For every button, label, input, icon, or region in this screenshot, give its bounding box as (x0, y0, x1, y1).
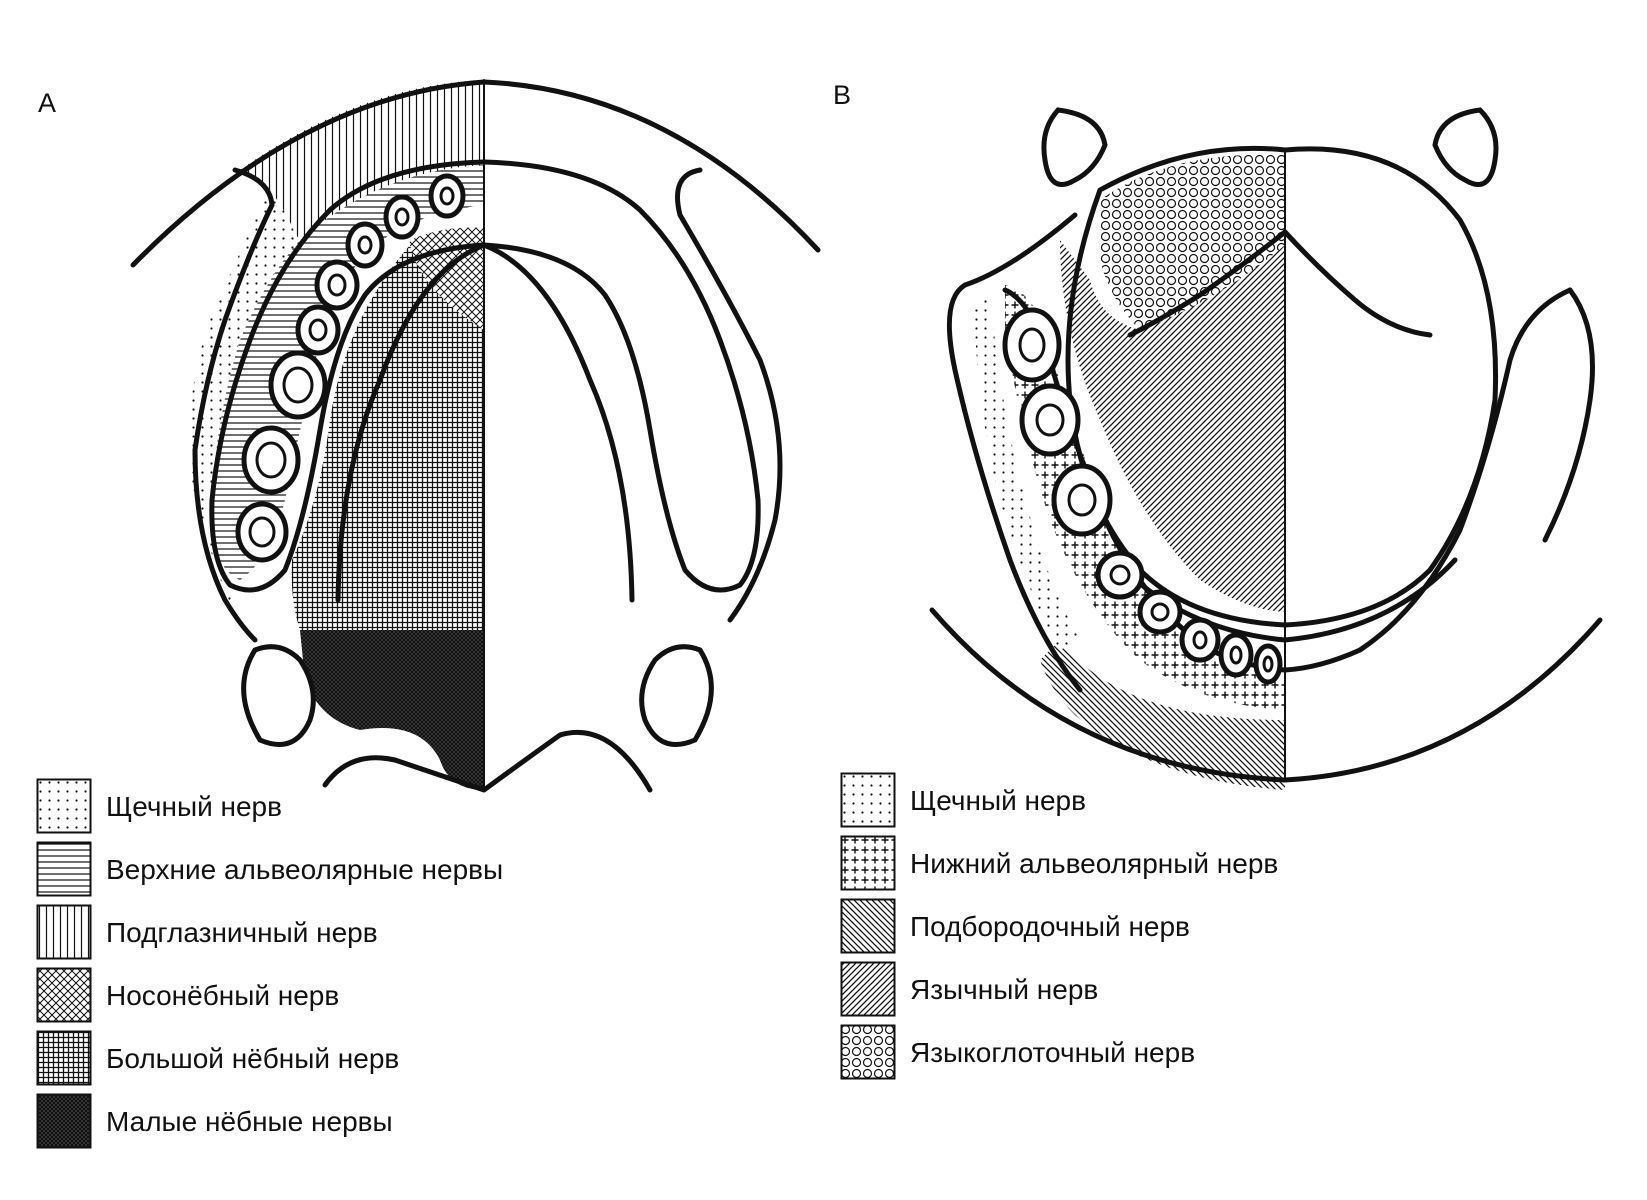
legend-label: Верхние альвеолярные нервы (106, 854, 504, 885)
legend-item: Щечный нерв (840, 772, 1460, 832)
legend-label: Малые нёбные нервы (106, 1106, 393, 1137)
region-lesser-palatine (300, 630, 484, 790)
panel-a-letter: A (38, 88, 57, 118)
region-lingual (1060, 240, 1285, 612)
legend-swatch-xcross (36, 967, 92, 1023)
legend-swatch-vlines (36, 904, 92, 960)
legend-swatch-diagF (840, 961, 896, 1017)
region-mental (1040, 640, 1285, 790)
legend-label: Подбородочный нерв (910, 911, 1190, 942)
region-infraorbital (240, 80, 484, 240)
legend-item: Большой нёбный нерв (36, 1030, 656, 1090)
legend-swatch-grid (36, 1030, 92, 1086)
panel-b-mandible (929, 107, 1603, 790)
legend-swatch-dots (840, 772, 896, 828)
legend-label: Щечный нерв (106, 791, 282, 822)
panel-a-tooth-pulps (248, 186, 455, 548)
legend-item: Щечный нерв (36, 778, 656, 838)
legend-label: Языкоглоточный нерв (910, 1037, 1196, 1068)
legend-label: Носонёбный нерв (106, 980, 340, 1011)
panel-a-palate (130, 79, 821, 793)
legend-swatch-plus (840, 835, 896, 891)
legend-swatch-dense (36, 1093, 92, 1149)
legend-item: Подбородочный нерв (840, 898, 1460, 958)
panel-b-teeth (1002, 307, 1283, 685)
legend-label: Язычный нерв (910, 974, 1099, 1005)
legend-swatch-circles (840, 1024, 896, 1080)
legend-item: Малые нёбные нервы (36, 1093, 656, 1153)
legend-item: Языкоглоточный нерв (840, 1024, 1460, 1084)
legend-swatch-diagB (840, 898, 896, 954)
legend-label: Нижний альвеолярный нерв (910, 848, 1279, 879)
panel-a-teeth (235, 173, 466, 563)
panel-a-tonsils (241, 644, 714, 747)
panel-a-outlines (130, 79, 821, 793)
legend-swatch-hlines (36, 841, 92, 897)
legend-item: Язычный нерв (840, 961, 1460, 1021)
legend-label: Большой нёбный нерв (106, 1043, 400, 1074)
legend-item: Нижний альвеолярный нерв (840, 835, 1460, 895)
legend-label: Щечный нерв (910, 785, 1086, 816)
legend-item: Подглазничный нерв (36, 904, 656, 964)
legend-item: Носонёбный нерв (36, 967, 656, 1027)
region-buccal-b (975, 295, 1080, 650)
legend-label: Подглазничный нерв (106, 917, 378, 948)
panel-b-letter: B (833, 80, 852, 110)
legend-swatch-dots (36, 778, 92, 834)
panel-b-tonsils (1041, 107, 1499, 187)
region-glossopharyngeal (1100, 154, 1285, 330)
legend-item: Верхние альвеолярные нервы (36, 841, 656, 901)
panel-b-tooth-pulps (1018, 327, 1274, 673)
